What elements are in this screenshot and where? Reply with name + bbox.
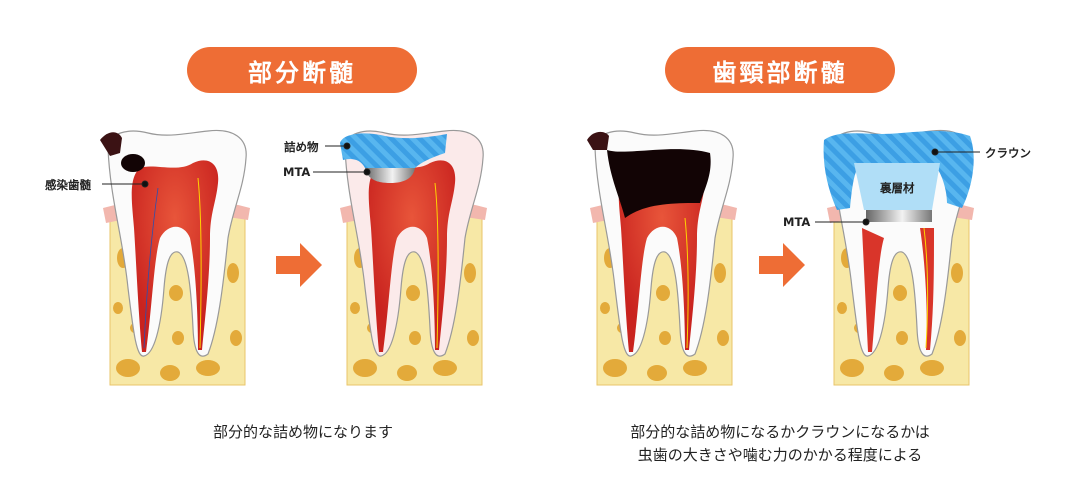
section-title-partial-pulpotomy: 部分断髄 <box>187 47 417 93</box>
label-filling: 詰め物 <box>284 140 319 154</box>
label-liner: 裏層材 <box>880 181 915 195</box>
arrow-right-icon <box>276 243 322 287</box>
arrow-right-icon <box>759 243 805 287</box>
label-infected-pulp: 感染歯髄 <box>45 178 91 192</box>
section-title-text: 歯頸部断髄 <box>712 58 848 87</box>
mta <box>866 210 932 222</box>
label-mta: MTA <box>783 215 811 229</box>
tooth-deep-decay <box>587 129 738 386</box>
tooth-partial-pulpotomy <box>339 129 488 386</box>
caption-partial-pulpotomy: 部分的な詰め物になります <box>153 421 453 444</box>
caption-line: 虫歯の大きさや噛む力のかかる程度による <box>637 446 923 464</box>
liner <box>854 163 940 210</box>
label-crown: クラウン <box>985 146 1031 160</box>
label-mta: MTA <box>283 165 311 179</box>
section-title-cervical-pulpotomy: 歯頸部断髄 <box>665 47 895 93</box>
caption-line: 部分的な詰め物になるかクラウンになるかは <box>630 423 930 441</box>
mta <box>365 168 415 183</box>
section-title-text: 部分断髄 <box>248 58 356 87</box>
caption-line: 部分的な詰め物になります <box>212 423 393 441</box>
caption-cervical-pulpotomy: 部分的な詰め物になるかクラウンになるかは 虫歯の大きさや噛む力のかかる程度による <box>580 421 980 467</box>
filling <box>340 133 447 168</box>
tooth-infected-pulp <box>100 129 251 386</box>
